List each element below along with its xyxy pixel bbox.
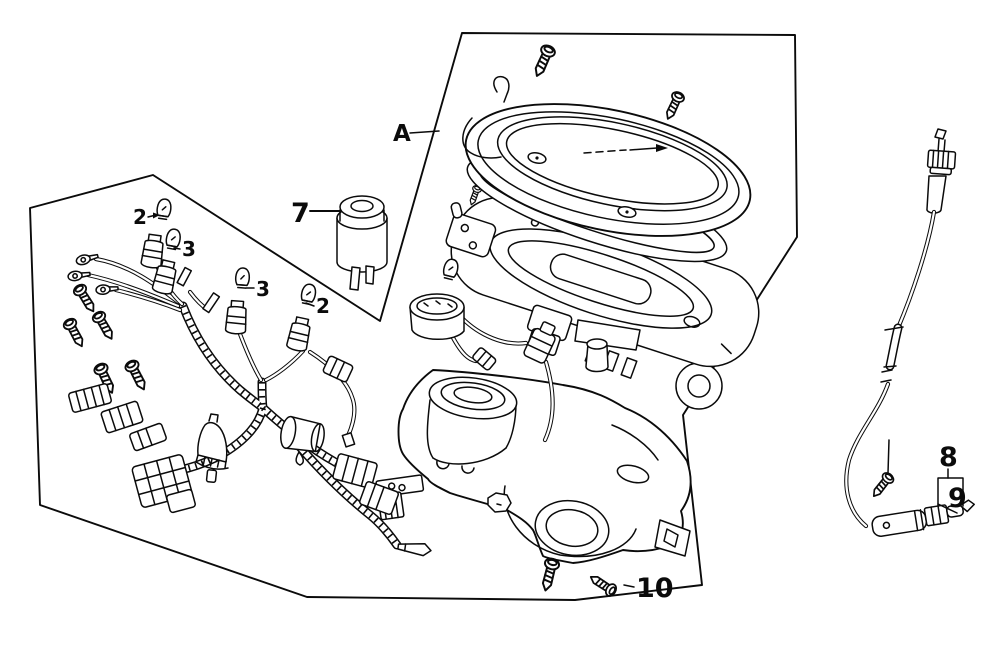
callout-10: 10 <box>623 573 674 604</box>
bulb-socket <box>224 299 249 336</box>
ring-terminal <box>66 268 92 283</box>
callout-3-label: 3 <box>256 277 270 301</box>
spade-terminal <box>176 266 193 287</box>
bulb <box>441 257 461 282</box>
callout-3-mid: 3 <box>245 277 270 301</box>
harness-connectors <box>68 383 196 514</box>
needle-arrow <box>583 144 668 154</box>
callouts: A 2 3 3 2 7 8 9 <box>133 121 967 604</box>
case-screw <box>537 556 562 594</box>
callout-3-label: 3 <box>182 237 196 261</box>
sub-connector <box>472 347 497 371</box>
callout-2-right: 2 <box>305 294 330 318</box>
callout-7: 7 <box>291 198 341 229</box>
callout-A: A <box>393 121 440 147</box>
callout-A-label: A <box>393 121 411 147</box>
rubber-boot <box>195 413 229 484</box>
callout-10-label: 10 <box>636 573 674 604</box>
ring-terminal <box>94 282 120 296</box>
harness-screw <box>61 315 89 351</box>
callout-2-label: 2 <box>316 294 330 318</box>
callout-3-left: 3 <box>173 237 196 261</box>
bulb-3 <box>234 266 251 290</box>
harness-connectors-right <box>322 355 399 515</box>
cable-end-fitting <box>871 499 975 537</box>
meter-cover <box>462 42 752 237</box>
case-bottom-cup <box>503 485 637 558</box>
cable-screw <box>868 469 897 501</box>
sub-socket <box>523 321 556 364</box>
canister-part <box>336 195 388 291</box>
cover-screw <box>661 89 687 123</box>
harness-screw <box>89 308 119 344</box>
assembly-outline <box>29 32 798 601</box>
cover-screw <box>529 42 558 80</box>
bulb-2 <box>155 197 173 221</box>
lower-case <box>397 343 723 564</box>
case-left-cup <box>426 376 518 474</box>
callout-9-label: 9 <box>948 483 967 514</box>
callout-8-9: 8 9 <box>937 442 967 514</box>
spade-terminal <box>341 431 356 448</box>
callout-7-label: 7 <box>291 198 310 229</box>
bulb-socket <box>285 315 314 354</box>
callout-2-left: 2 <box>133 205 160 229</box>
blade-terminal <box>397 542 432 557</box>
lamp-cup <box>409 293 465 341</box>
plate-bracket <box>574 319 641 373</box>
cover-tab <box>493 75 510 103</box>
meter-sub-harness <box>409 257 556 443</box>
callout-2-label: 2 <box>133 205 147 229</box>
callout-8-label: 8 <box>939 442 958 473</box>
grommet <box>280 415 325 453</box>
spade-terminal <box>202 292 221 314</box>
bulb-3 <box>164 227 183 251</box>
rubber-damper <box>487 492 512 513</box>
bulb-2 <box>299 282 318 306</box>
pin <box>450 202 463 219</box>
ring-terminal <box>74 250 100 267</box>
harness-screw <box>122 357 151 394</box>
speedometer-cable <box>844 128 975 537</box>
case-screw-10 <box>586 570 620 599</box>
wire-harness <box>61 197 432 557</box>
case-ear <box>654 519 691 557</box>
meter-base-plate <box>445 183 760 373</box>
harness-screw <box>70 281 100 316</box>
grommet-drop <box>295 451 304 466</box>
cover-flange <box>462 117 502 159</box>
